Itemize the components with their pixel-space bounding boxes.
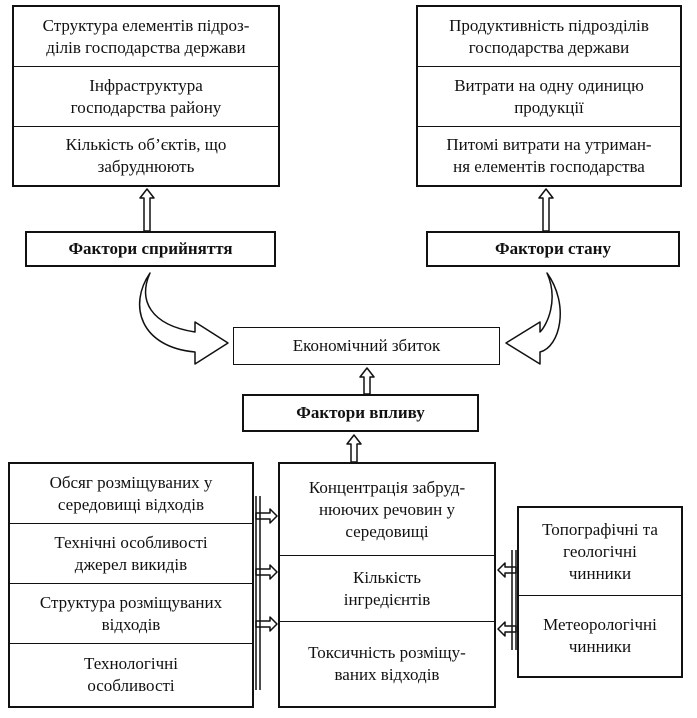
left-arrow-2 [497,621,517,637]
up-arrow-impact [346,434,362,463]
perception-indicators-box: Структура елементів підроз- ділів господ… [12,5,280,187]
state-indicators-box: Продуктивність підрозділів господарства … [416,5,682,187]
waste-toxicity: Токсичність розміщу- ваних відходів [308,643,466,684]
natural-factors-box: Топографічні та геологічні чинники Метео… [517,506,683,678]
waste-volume: Обсяг розміщуваних у середовищі відходів [10,464,252,524]
up-arrow-state [538,188,554,232]
productivity-of-subdivisions: Продуктивність підрозділів господарства … [418,7,680,67]
impact-factors-box: Фактори впливу [242,394,479,432]
meteorological-factors: Метеорологічні чинники [543,615,657,656]
state-factors-box: Фактори стану [426,231,680,267]
right-arrow-1 [255,508,278,524]
technical-features-of-emission-sources: Технічні особливості джерел викидів [10,524,252,584]
perception-factors-box: Фактори сприйняття [25,231,276,267]
right-arrow-3 [255,616,278,632]
pollution-characteristics-box: Концентрація забруд- нюючих речовин у се… [278,462,496,708]
left-arrow-1 [497,562,517,578]
district-infrastructure: Інфраструктура господарства району [14,67,278,127]
curved-arrow-left [138,272,229,365]
curved-arrow-right [505,272,561,365]
economic-damage-box: Економічний збиток [233,327,500,365]
polluting-objects-count: Кількість об’єктів, що забруднюють [65,135,227,176]
ingredient-count: Кількість інгредієнтів [280,556,494,622]
up-arrow-damage [359,367,375,395]
structure-of-economy-elements: Структура елементів підроз- ділів господ… [14,7,278,67]
up-arrow-perception [139,188,155,232]
waste-structure: Структура розміщуваних відходів [10,584,252,644]
cost-per-unit: Витрати на одну одиницю продукції [418,67,680,127]
topographic-geological-factors: Топографічні та геологічні чинники [519,508,681,596]
pollutant-concentration: Концентрація забруд- нюючих речовин у се… [280,464,494,556]
technological-features: Технологічні особливості [84,654,178,695]
specific-maintenance-costs: Питомі витрати на утриман- ня елементів … [446,135,652,176]
right-arrow-2 [255,564,278,580]
source-factors-box: Обсяг розміщуваних у середовищі відходів… [8,462,254,708]
